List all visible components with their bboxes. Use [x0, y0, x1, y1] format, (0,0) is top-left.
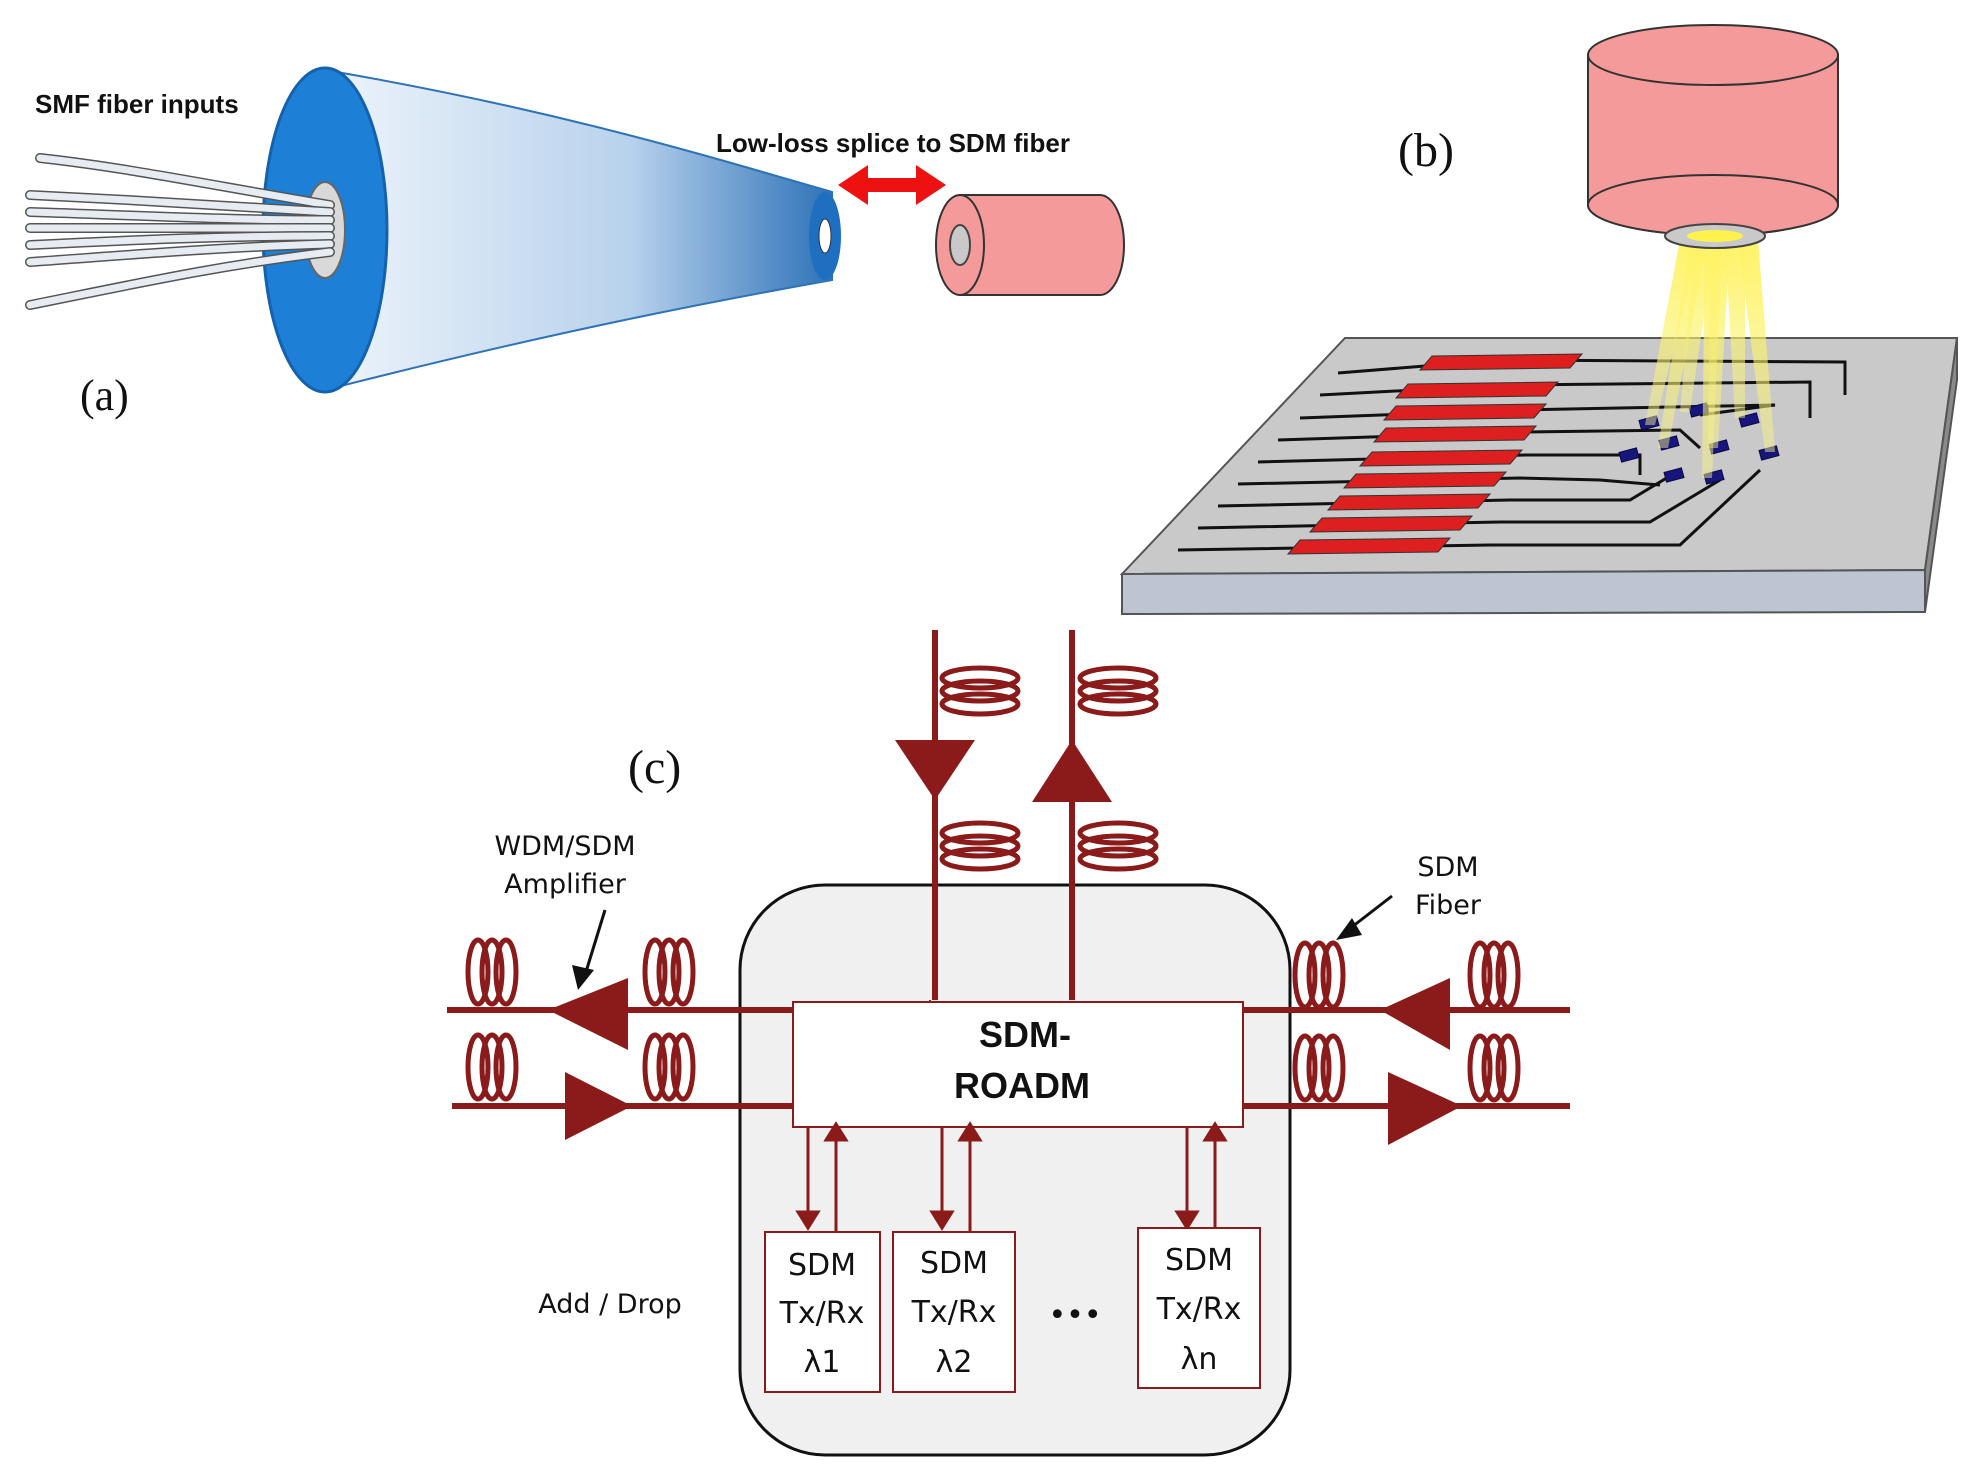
taper-cone	[324, 68, 833, 392]
transceiver-n-line2: Tx/Rx	[1156, 1292, 1242, 1327]
east-in-arrow-icon	[1380, 978, 1450, 1050]
transceiver-2-line2: Tx/Rx	[911, 1295, 997, 1330]
sdm-fiber-cylinder	[935, 194, 1125, 296]
transceiver-n-line3: λn	[1181, 1342, 1218, 1377]
fiber-coil-west-4	[642, 1032, 696, 1102]
fiber-coil-west-1	[465, 937, 519, 1007]
transceiver-2-line3: λ2	[936, 1345, 973, 1380]
light-beams	[1645, 240, 1775, 478]
amplifier-label-line2: Amplifier	[504, 869, 627, 900]
sdm-fiber-vertical	[1587, 24, 1839, 249]
roadm-label-line1: SDM-	[979, 1014, 1071, 1055]
smf-inputs-label: SMF fiber inputs	[35, 89, 239, 119]
fiber-coil-north-3	[939, 820, 1021, 872]
splice-double-arrow-icon	[838, 165, 946, 205]
splice-label: Low-loss splice to SDM fiber	[716, 128, 1070, 158]
panel-a: SMF fiber inputs Low-loss splice to SDM …	[25, 66, 1125, 420]
fiber-label-line1: SDM	[1417, 852, 1478, 883]
add-drop-label: Add / Drop	[538, 1289, 682, 1320]
add-drop-connections	[795, 1121, 1228, 1232]
transceiver-1-line3: λ1	[804, 1345, 841, 1380]
fiber-pointer-icon	[1336, 894, 1393, 940]
east-out-arrow-icon	[1388, 1072, 1462, 1145]
amplifier-pointer-icon	[572, 909, 607, 990]
amplifier-label-line1: WDM/SDM	[494, 831, 635, 862]
panel-c-label: (c)	[628, 741, 681, 794]
panel-b-label: (b)	[1398, 124, 1454, 177]
fiber-coil-north-4	[1077, 820, 1159, 872]
fiber-coil-east-4	[1467, 1033, 1521, 1103]
transceiver-1-line2: Tx/Rx	[779, 1296, 865, 1331]
panel-a-label: (a)	[80, 371, 129, 420]
fiber-coil-east-1	[1292, 940, 1346, 1010]
north-out-arrow-icon	[1032, 740, 1112, 802]
transceiver-1-line1: SDM	[788, 1248, 856, 1283]
fiber-label-line2: Fiber	[1415, 890, 1482, 921]
smf-fiber-bundle	[25, 153, 335, 310]
transceiver-2-line1: SDM	[920, 1246, 988, 1281]
panel-c: (c) SDM- ROADM	[447, 630, 1570, 1457]
fiber-coil-west-3	[465, 1032, 519, 1102]
panel-b: (b)	[1119, 24, 1959, 616]
fiber-coil-west-2	[642, 937, 696, 1007]
fiber-coil-east-3	[1292, 1033, 1346, 1103]
west-in-arrow-icon	[548, 978, 628, 1050]
ellipsis-label: •••	[1048, 1298, 1101, 1333]
modulator-array	[1286, 353, 1584, 555]
transceiver-2: SDM Tx/Rx λ2	[892, 1231, 1016, 1393]
transceiver-n: SDM Tx/Rx λn	[1137, 1227, 1261, 1389]
transceiver-n-line1: SDM	[1165, 1243, 1233, 1278]
north-in-arrow-icon	[895, 740, 975, 800]
roadm-block	[792, 1001, 1244, 1128]
chip-substrate-side	[1121, 568, 1926, 616]
fiber-coil-north-1	[939, 665, 1021, 717]
fiber-coil-east-2	[1467, 940, 1521, 1010]
fiber-coil-north-2	[1077, 665, 1159, 717]
west-out-arrow-icon	[565, 1072, 632, 1140]
transceiver-1: SDM Tx/Rx λ1	[764, 1231, 881, 1393]
roadm-label-line2: ROADM	[954, 1065, 1090, 1106]
